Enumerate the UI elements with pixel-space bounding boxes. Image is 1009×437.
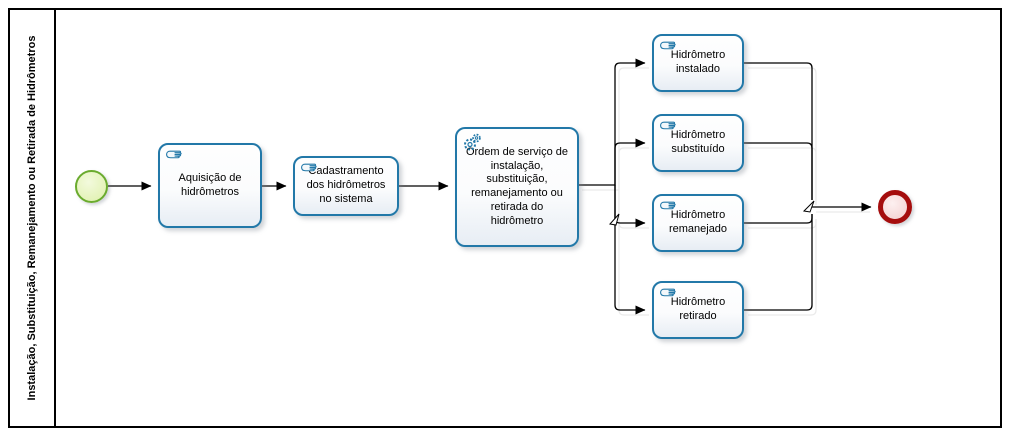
task-hidrometro-substituido[interactable]: Hidrômetro substituído — [652, 114, 744, 172]
task-ordem-de-servico[interactable]: Ordem de serviço de instalação, substitu… — [455, 127, 579, 247]
manual-task-icon — [660, 201, 676, 210]
pool-title: Instalação, Substituição, Remanejamento … — [26, 35, 38, 401]
task-aquisicao-de-hidrometros[interactable]: Aquisição de hidrômetros — [158, 143, 262, 228]
task-label: Aquisição de hidrômetros — [178, 171, 242, 198]
task-label: Cadastramento dos hidrômetros no sistema — [306, 165, 386, 205]
end-event[interactable] — [878, 190, 912, 224]
manual-task-icon — [301, 163, 317, 172]
manual-task-icon — [660, 41, 676, 50]
task-label: Hidrômetro substituído — [670, 129, 726, 155]
task-label: Hidrômetro instalado — [670, 49, 726, 75]
task-hidrometro-retirado[interactable]: Hidrômetro retirado — [652, 281, 744, 339]
task-cadastramento-hidrometros[interactable]: Cadastramento dos hidrômetros no sistema — [293, 156, 399, 216]
start-event[interactable] — [75, 170, 108, 203]
manual-task-icon — [166, 150, 182, 159]
task-hidrometro-remanejado[interactable]: Hidrômetro remanejado — [652, 194, 744, 252]
task-label: Hidrômetro remanejado — [668, 209, 728, 235]
task-label: Ordem de serviço de instalação, substitu… — [465, 145, 569, 227]
task-label: Hidrômetro retirado — [670, 296, 726, 322]
service-task-icon — [464, 133, 481, 151]
pool-label-band: Instalação, Substituição, Remanejamento … — [10, 10, 56, 426]
manual-task-icon — [660, 121, 676, 130]
manual-task-icon — [660, 288, 676, 297]
task-hidrometro-instalado[interactable]: Hidrômetro instalado — [652, 34, 744, 92]
